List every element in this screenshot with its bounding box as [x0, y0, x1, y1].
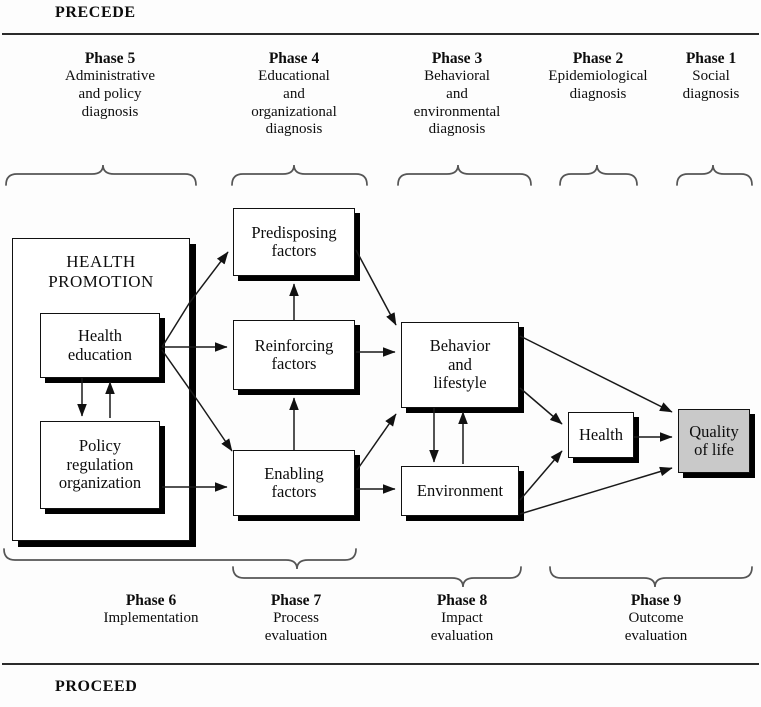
phase-desc: Impact evaluation — [430, 610, 494, 644]
phase-caption-5: Phase 5 Administrative and policy diagno… — [6, 50, 214, 121]
bracket-phase-6 — [3, 548, 357, 570]
phase-title: Phase 2 — [572, 50, 624, 67]
phase-title: Phase 9 — [630, 592, 682, 609]
phase-caption-4: Phase 4 Educational and organizational d… — [218, 50, 370, 139]
bracket-phase-9 — [549, 566, 753, 588]
arrow-environment-to-quality-of-life — [519, 466, 673, 515]
phase-title: Phase 1 — [685, 50, 737, 67]
proceed-label: PROCEED — [55, 678, 138, 695]
bracket-phase-2 — [559, 164, 638, 186]
phase-title: Phase 4 — [268, 50, 320, 67]
phase-desc: Epidemiological diagnosis — [548, 68, 648, 102]
phase-caption-2: Phase 2 Epidemiological diagnosis — [527, 50, 669, 104]
health-education-box[interactable]: Health education — [40, 313, 160, 378]
phase-title: Phase 6 — [125, 592, 177, 609]
phase-desc: Educational and organizational diagnosis — [251, 68, 337, 138]
phase-caption-7: Phase 7 Process evaluation — [232, 592, 360, 646]
phase-title: Phase 7 — [270, 592, 322, 609]
top-rule — [2, 33, 759, 35]
phase-desc: Social diagnosis — [682, 68, 740, 102]
policy-box[interactable]: Policy regulation organization — [40, 421, 160, 509]
arrow-behavior-to-health — [519, 387, 563, 425]
phase-desc: Process evaluation — [264, 610, 328, 644]
phase-caption-3: Phase 3 Behavioral and environmental dia… — [381, 50, 533, 139]
arrow-behavior-to-quality-of-life — [519, 335, 673, 413]
phase-desc: Administrative and policy diagnosis — [65, 68, 155, 120]
phase-caption-1: Phase 1 Social diagnosis — [664, 50, 758, 104]
bottom-rule — [2, 663, 759, 665]
phase-desc: Outcome evaluation — [624, 610, 688, 644]
predisposing-factors-box[interactable]: Predisposing factors — [233, 208, 355, 276]
phase-desc: Behavioral and environmental diagnosis — [413, 68, 501, 138]
phase-desc: Implementation — [103, 610, 199, 627]
phase-caption-9: Phase 9 Outcome evaluation — [592, 592, 720, 646]
arrow-environment-to-health — [519, 450, 563, 501]
bracket-phase-5 — [5, 164, 197, 186]
bracket-phase-4 — [231, 164, 368, 186]
phase-caption-8: Phase 8 Impact evaluation — [398, 592, 526, 646]
bracket-phase-3 — [397, 164, 532, 186]
behavior-lifestyle-box[interactable]: Behavior and lifestyle — [401, 322, 519, 408]
phase-title: Phase 8 — [436, 592, 488, 609]
health-promotion-label: HEALTH PROMOTION — [48, 252, 154, 292]
reinforcing-factors-box[interactable]: Reinforcing factors — [233, 320, 355, 390]
phase-title: Phase 5 — [84, 50, 136, 67]
precede-label: PRECEDE — [55, 4, 136, 21]
arrow-enabling-to-behavior — [356, 413, 397, 471]
bracket-phase-1 — [676, 164, 753, 186]
arrow-predisposing-to-behavior — [355, 249, 397, 326]
bracket-phase-7-8 — [232, 566, 522, 588]
phase-title: Phase 3 — [431, 50, 483, 67]
environment-box[interactable]: Environment — [401, 466, 519, 516]
quality-of-life-box[interactable]: Quality of life — [678, 409, 750, 473]
health-box[interactable]: Health — [568, 412, 634, 458]
enabling-factors-box[interactable]: Enabling factors — [233, 450, 355, 516]
phase-caption-6: Phase 6 Implementation — [6, 592, 296, 628]
